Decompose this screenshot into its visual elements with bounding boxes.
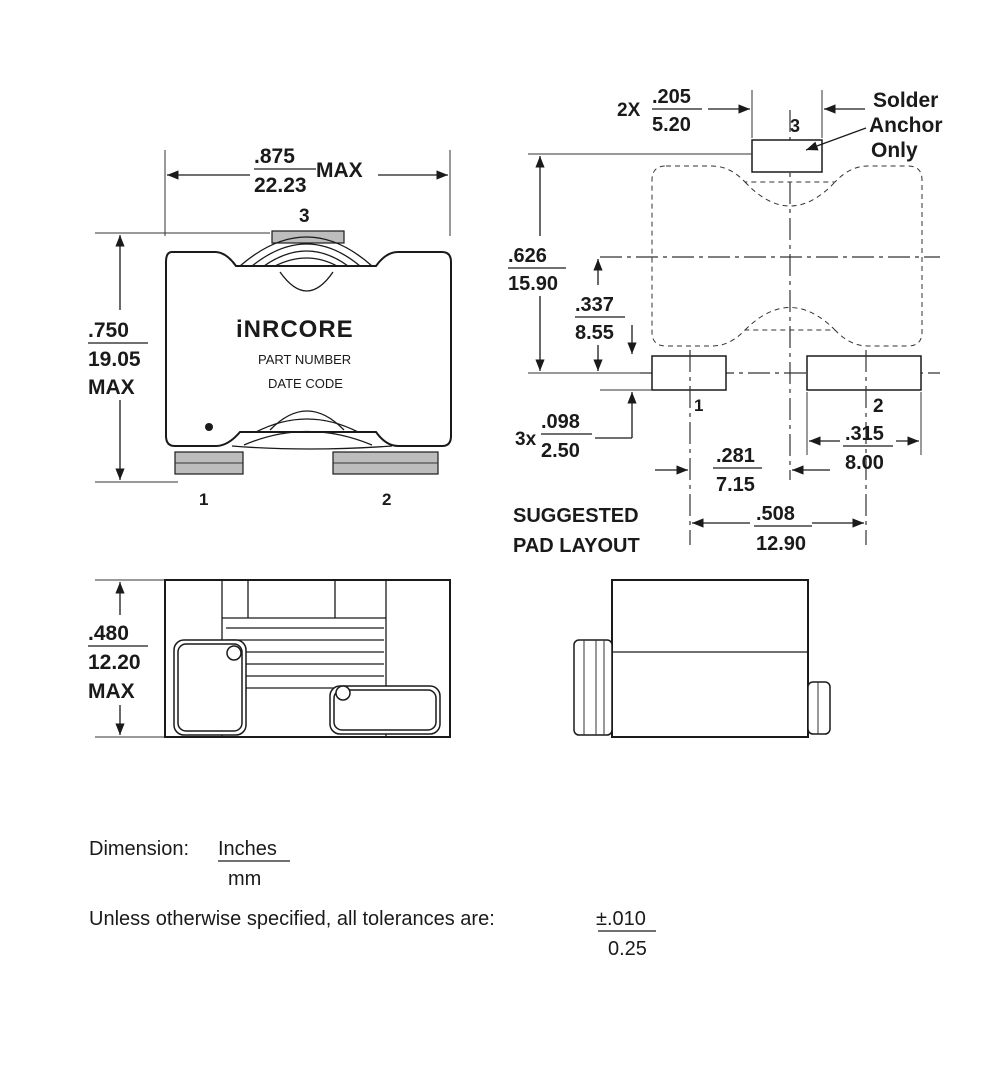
inner-height-inch: .337 [575, 294, 614, 316]
dimension-unit-top: Inches [218, 838, 277, 860]
overall-height-mm: 15.90 [508, 273, 558, 295]
overall-height-inch: .626 [508, 245, 547, 267]
height-mm: 19.05 [88, 348, 141, 371]
anchor-width-mm: 5.20 [652, 114, 691, 136]
inductor-body [165, 251, 452, 447]
width-mm: 22.23 [254, 174, 307, 197]
center-offset-inch: .281 [716, 445, 755, 467]
pad-pitch-inch: .508 [756, 503, 795, 525]
notes: Dimension: Inches mm Unless otherwise sp… [89, 838, 656, 960]
tolerance-label: Unless otherwise specified, all toleranc… [89, 908, 495, 930]
anchor-width-prefix: 2X [617, 100, 641, 121]
pad-height-inch: .098 [541, 411, 580, 433]
height-inch: .750 [88, 319, 129, 342]
side-terminal-left [573, 639, 613, 736]
depth-mm: 12.20 [88, 651, 141, 674]
side-view-body [611, 579, 809, 738]
pad-height-prefix: 3x [515, 429, 537, 450]
pad-width-inch: .315 [845, 423, 884, 445]
pad-1 [651, 355, 727, 391]
inner-height-mm: 8.55 [575, 322, 614, 344]
width-inch: .875 [254, 145, 295, 168]
part-number-label: PART NUMBER [258, 352, 351, 367]
pad-3-label: 3 [790, 116, 800, 136]
pad-2 [806, 355, 922, 391]
center-offset-mm: 7.15 [716, 474, 755, 496]
pad-layout: 3 1 2 2X .205 5.20 Solder Anchor Only .6… [508, 86, 943, 557]
pad-height-mm: 2.50 [541, 440, 580, 462]
depth-inch: .480 [88, 622, 129, 645]
anchor-note-leader [805, 127, 867, 151]
height-suffix: MAX [88, 376, 135, 399]
tolerance-top: ±.010 [596, 908, 646, 930]
top-view: .875 22.23 MAX .750 19.05 MAX 3 iNRCORE … [88, 145, 452, 509]
anchor-note-line1: Solder [873, 89, 938, 112]
anchor-pad-3 [751, 139, 823, 173]
pad-2-label: 2 [873, 396, 884, 417]
depth-suffix: MAX [88, 680, 135, 703]
width-suffix: MAX [316, 159, 363, 182]
pad-width-mm: 8.00 [845, 452, 884, 474]
pin-3-label: 3 [299, 206, 310, 227]
pin-1-label: 1 [199, 490, 208, 509]
side-view [573, 579, 831, 738]
tolerance-bottom: 0.25 [608, 938, 647, 960]
side-terminal-right [807, 681, 831, 735]
pad-layout-title-line1: SUGGESTED [513, 505, 639, 527]
anchor-width-inch: .205 [652, 86, 691, 108]
pin-1-dot-icon [205, 423, 213, 431]
pin-2-label: 2 [382, 490, 391, 509]
brand-logo: iNRCORE [236, 316, 354, 343]
pad-layout-title-line2: PAD LAYOUT [513, 535, 640, 557]
anchor-note-line2: Anchor [869, 114, 943, 137]
front-view: .480 12.20 MAX [88, 579, 451, 738]
dimension-label: Dimension: [89, 838, 189, 860]
dimension-unit-bottom: mm [228, 868, 261, 890]
anchor-note-line3: Only [871, 139, 918, 162]
pad-pitch-mm: 12.90 [756, 533, 806, 555]
pad-1-label: 1 [694, 396, 703, 415]
date-code-label: DATE CODE [268, 376, 343, 391]
